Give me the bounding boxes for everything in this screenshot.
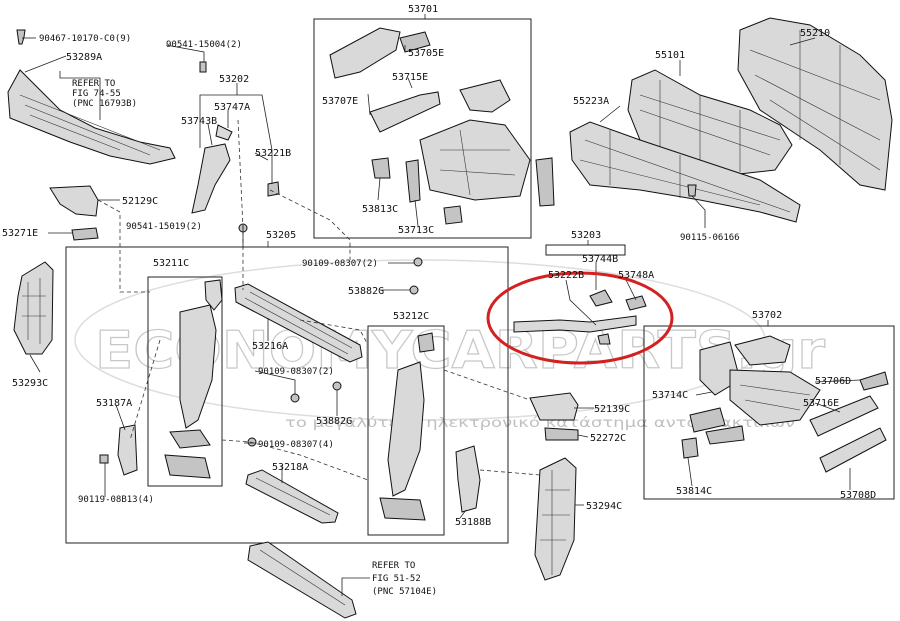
part-53211c	[164, 279, 223, 479]
label-53187a: 53187A	[96, 398, 132, 409]
label-53747a: 53747A	[214, 102, 250, 113]
label-53701: 53701	[408, 4, 438, 15]
part-53202	[191, 61, 280, 214]
box-53211c	[147, 276, 223, 487]
label-refer2-l2: FIG 51-52	[372, 574, 421, 584]
label-53216a: 53216A	[252, 341, 288, 352]
box-53205	[65, 246, 509, 544]
label-53221b: 53221B	[255, 148, 291, 159]
part-53271e	[71, 227, 99, 241]
part-labels: 90467-10170-C0(9) 53289A REFER TO FIG 74…	[2, 4, 876, 597]
part-53702	[681, 335, 889, 473]
label-refer2-l1: REFER TO	[372, 561, 415, 571]
part-53203	[513, 289, 647, 345]
part-53289a	[7, 69, 176, 165]
label-90109c: 90109-08307(4)	[258, 440, 334, 450]
label-53748a: 53748A	[618, 270, 654, 281]
label-53294c: 53294C	[586, 501, 622, 512]
label-53702: 53702	[752, 310, 782, 321]
label-90109b: 90109-08307(2)	[258, 367, 334, 377]
highlight-circle	[486, 271, 674, 365]
label-53289a: 53289A	[66, 52, 102, 63]
label-52129c: 52129C	[122, 196, 158, 207]
label-53222b: 53222B	[548, 270, 584, 281]
label-53714c: 53714C	[652, 390, 688, 401]
label-refer1-l2: FIG 74-55	[72, 89, 121, 99]
label-53211c: 53211C	[153, 258, 189, 269]
part-53212c	[379, 332, 435, 521]
label-53707e: 53707E	[322, 96, 358, 107]
part-bolt-90119	[99, 454, 109, 464]
label-53744b: 53744B	[582, 254, 618, 265]
label-53813c: 53813C	[362, 204, 398, 215]
label-53814c: 53814C	[676, 486, 712, 497]
label-53188b: 53188B	[455, 517, 491, 528]
label-52139c: 52139C	[594, 404, 630, 415]
label-55223a: 55223A	[573, 96, 609, 107]
label-55210: 55210	[800, 28, 830, 39]
label-90115: 90115-06166	[680, 233, 740, 243]
part-53187a	[117, 424, 138, 476]
box-53701	[313, 18, 532, 239]
label-refer1-l1: REFER TO	[72, 79, 115, 89]
part-53218a	[245, 469, 339, 524]
part-52129c	[49, 185, 99, 217]
part-55101	[627, 69, 793, 176]
label-53708d: 53708D	[840, 490, 876, 501]
label-53706d: 53706D	[815, 376, 851, 387]
box-53212c	[367, 325, 445, 536]
label-53882g-a: 53882G	[348, 286, 384, 297]
part-52272c	[544, 427, 579, 441]
label-53705e: 53705E	[408, 48, 444, 59]
part-55210	[737, 17, 893, 191]
label-90119: 90119-08B13(4)	[78, 495, 154, 505]
part-55223a	[569, 121, 801, 223]
label-53713c: 53713C	[398, 225, 434, 236]
label-53205: 53205	[266, 230, 296, 241]
part-radiator-support-lower	[247, 541, 357, 619]
part-53293c	[13, 261, 54, 355]
label-53271e: 53271E	[2, 228, 38, 239]
label-52272c: 52272C	[590, 433, 626, 444]
label-refer2-l3: (PNC 57104E)	[372, 587, 437, 597]
part-clip-90467	[16, 29, 26, 45]
box-53203	[545, 244, 626, 256]
label-55101: 55101	[655, 50, 685, 61]
label-90541b: 90541-15019(2)	[126, 222, 202, 232]
label-90109a: 90109-08307(2)	[302, 259, 378, 269]
label-53716e: 53716E	[803, 398, 839, 409]
label-53203: 53203	[571, 230, 601, 241]
part-clip-90115	[687, 184, 697, 197]
part-52139c	[529, 392, 579, 421]
leader-lines	[22, 14, 861, 596]
label-53293c: 53293C	[12, 378, 48, 389]
label-53212c: 53212C	[393, 311, 429, 322]
label-refer1-l3: (PNC 16793B)	[72, 99, 137, 109]
label-53715e: 53715E	[392, 72, 428, 83]
label-53202: 53202	[219, 74, 249, 85]
part-53188b	[455, 445, 481, 513]
label-90541a: 90541-15004(2)	[166, 40, 242, 50]
label-53743b: 53743B	[181, 116, 217, 127]
label-90467: 90467-10170-C0(9)	[39, 34, 131, 44]
part-53294c	[534, 457, 577, 581]
label-53218a: 53218A	[272, 462, 308, 473]
label-53882g-b: 53882G	[316, 416, 352, 427]
box-53702	[643, 325, 895, 500]
part-53701	[329, 27, 555, 225]
